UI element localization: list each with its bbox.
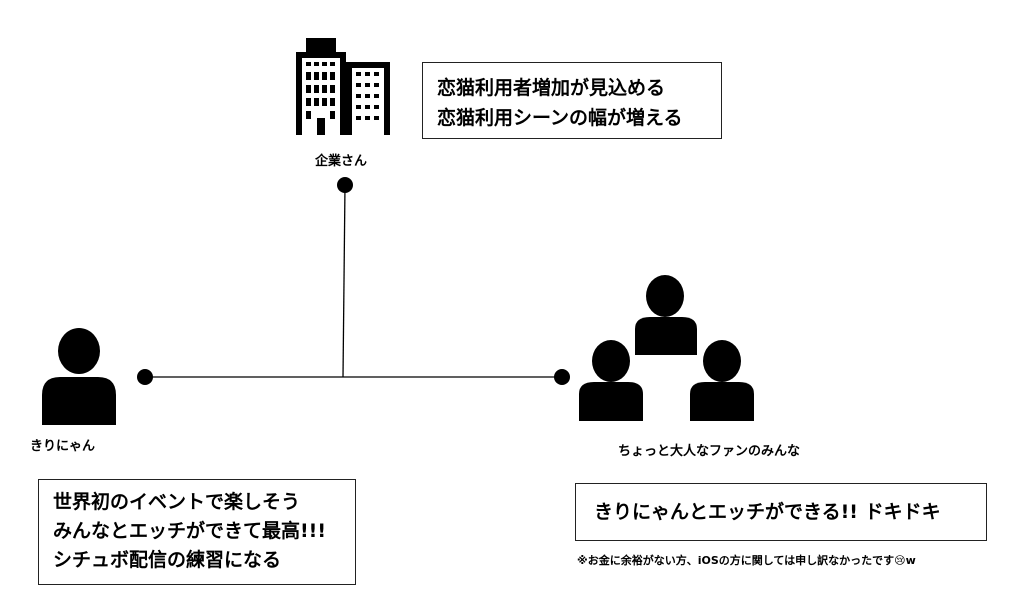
- company-label: 企業さん: [315, 154, 368, 169]
- fans-note: ※お金に余裕がない方、iOSの方に関しては申し訳なかったです😢w: [577, 554, 916, 567]
- fans-label: ちょっと大人なファンのみんな: [618, 444, 801, 459]
- company-node: [337, 177, 353, 193]
- streamer-label: きりにゃん: [30, 439, 96, 454]
- benefit-text: みんなとエッチができて最高!!!: [53, 520, 326, 542]
- building-icon: [296, 38, 390, 135]
- fans-node: [554, 369, 570, 385]
- benefit-text: きりにゃんとエッチができる!! ドキドキ: [594, 501, 941, 523]
- fans-group-icon: [579, 275, 754, 421]
- company-benefits-box: 恋猫利用者増加が見込める 恋猫利用シーンの幅が増える: [422, 62, 722, 139]
- streamer-benefits-box: 世界初のイベントで楽しそう みんなとエッチができて最高!!! シチュボ配信の練習…: [38, 479, 356, 585]
- benefit-text: 恋猫利用者増加が見込める: [437, 77, 666, 99]
- company-connector: [342, 184, 346, 378]
- benefit-text: シチュボ配信の練習になる: [53, 549, 282, 571]
- fans-benefits-box: きりにゃんとエッチができる!! ドキドキ: [575, 483, 987, 541]
- benefit-text: 恋猫利用シーンの幅が増える: [437, 107, 683, 129]
- streamer-node: [137, 369, 153, 385]
- streamer-person-icon: [42, 328, 116, 425]
- benefit-text: 世界初のイベントで楽しそう: [53, 491, 301, 513]
